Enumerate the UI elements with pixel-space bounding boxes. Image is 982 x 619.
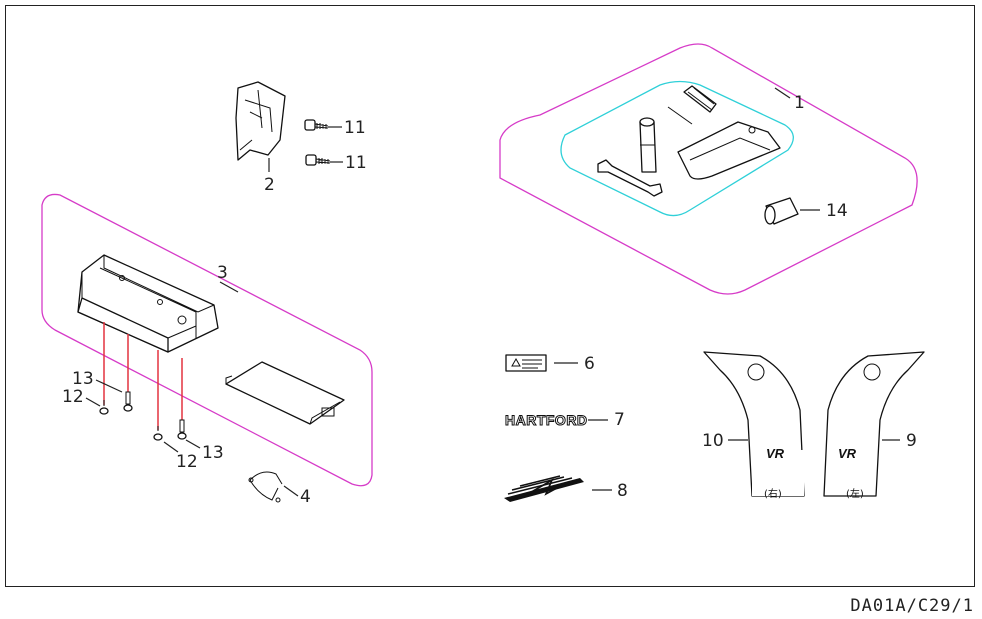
bolt-part-12b — [153, 426, 163, 441]
group-outline-toolkit — [499, 43, 918, 295]
callout-7: 7 — [614, 410, 625, 430]
callout-12a: 12 — [62, 387, 84, 407]
bracket-part-2 — [235, 81, 286, 161]
callout-13b: 13 — [202, 443, 224, 463]
side-cover-left-logo: VR — [838, 446, 857, 461]
callout-8: 8 — [617, 481, 628, 501]
side-cover-left-part-9 — [823, 351, 925, 497]
tool-pouch — [677, 121, 781, 180]
socket-wrench — [639, 117, 657, 173]
screw-part-11a — [304, 119, 329, 131]
drawing-code: DA01A/C29/1 — [850, 596, 974, 616]
warning-label-part-6 — [505, 354, 547, 372]
screwdriver — [667, 85, 717, 125]
brand-decal-part-7: HARTFORD — [505, 412, 588, 428]
callout-10: 10 — [702, 431, 724, 451]
drawing-frame — [5, 5, 975, 587]
screw-part-11b — [305, 154, 331, 166]
bolt-part-13a — [123, 391, 133, 412]
group-outline-toolset-inner — [560, 80, 794, 217]
side-cover-right-logo: VR — [766, 446, 785, 461]
callout-1: 1 — [794, 93, 805, 113]
side-cover-right-label: (右) — [764, 487, 782, 500]
group-outline-toolbox — [41, 193, 373, 487]
toolbox-part-3 — [77, 254, 219, 353]
open-end-wrench — [597, 159, 663, 197]
callout-14: 14 — [826, 201, 848, 221]
side-cover-right-part-10 — [703, 351, 805, 497]
callout-11a: 11 — [344, 118, 366, 138]
callout-9: 9 — [906, 431, 917, 451]
side-cover-left-label: (左) — [846, 487, 864, 500]
callout-11b: 11 — [345, 153, 367, 173]
callout-2: 2 — [264, 175, 275, 195]
fastener-guide-lines — [103, 322, 183, 430]
callout-3: 3 — [217, 263, 228, 283]
callout-6: 6 — [584, 354, 595, 374]
bolt-part-12a — [99, 400, 109, 415]
callout-13a: 13 — [72, 369, 94, 389]
bolt-part-13b — [177, 419, 187, 440]
callout-12b: 12 — [176, 452, 198, 472]
callout-4: 4 — [300, 487, 311, 507]
cable-part-4 — [248, 471, 283, 503]
sleeve-part-14 — [764, 197, 799, 225]
stripe-decal-part-8 — [504, 475, 584, 502]
toolbox-tray — [225, 361, 345, 425]
